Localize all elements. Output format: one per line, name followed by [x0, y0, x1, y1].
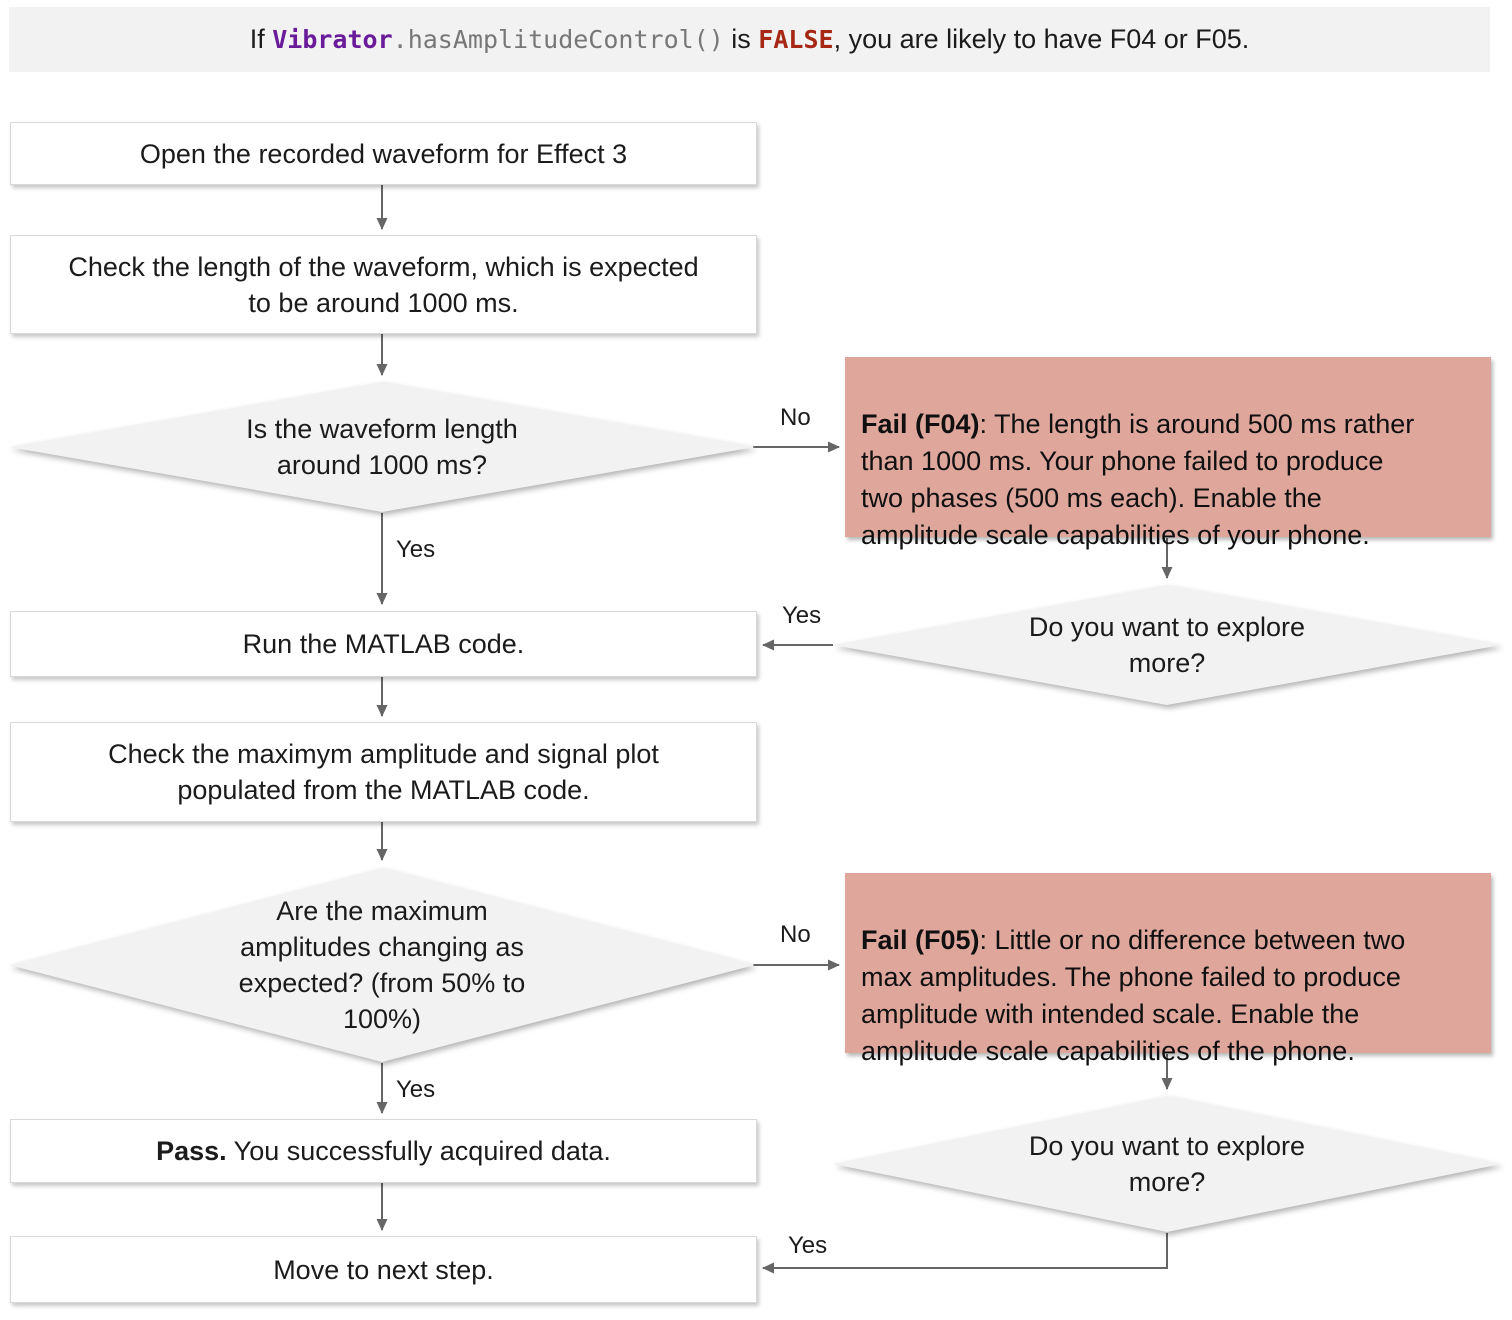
decision-explore-1: Do you want to explore more?: [833, 585, 1501, 705]
header-suffix: , you are likely to have F04 or F05.: [833, 24, 1250, 54]
pass-rest: You successfully acquired data.: [226, 1136, 611, 1166]
edge-label-yes-explore-1: Yes: [782, 602, 822, 629]
fail-f04-rest: : The length is around 500 ms rather tha…: [861, 409, 1415, 550]
edge-label-yes-2: Yes: [396, 1076, 436, 1103]
decision-length: Is the waveform length around 1000 ms?: [9, 382, 755, 512]
step-move-next: Move to next step.: [10, 1236, 757, 1303]
decision-amplitude: Are the maximum amplitudes changing as e…: [9, 868, 755, 1062]
pass-lead: Pass.: [156, 1136, 227, 1166]
header-code-class: Vibrator: [272, 25, 393, 54]
edge-label-no-2: No: [780, 921, 811, 948]
step-pass: Pass. You successfully acquired data.: [10, 1119, 757, 1183]
step-check-length: Check the length of the waveform, which …: [10, 235, 757, 334]
edge-label-yes-1: Yes: [396, 536, 436, 563]
header-text: If Vibrator.hasAmplitudeControl() is FAL…: [250, 24, 1250, 55]
edge-label-yes-explore-2: Yes: [788, 1232, 828, 1259]
header-prefix: If: [249, 24, 273, 54]
step-check-amplitude: Check the maximym amplitude and signal p…: [10, 722, 757, 822]
fail-f04-box: Fail (F04): The length is around 500 ms …: [845, 357, 1491, 550]
edge-label-no-1: No: [780, 404, 811, 431]
fail-f05-rest: : Little or no difference between two ma…: [861, 925, 1406, 1066]
decision-amplitude-text: Are the maximum amplitudes changing as e…: [9, 868, 755, 1062]
header-code-false: FALSE: [758, 25, 834, 54]
step-run-matlab: Run the MATLAB code.: [10, 611, 757, 677]
decision-explore-2: Do you want to explore more?: [833, 1096, 1501, 1232]
pass-text: Pass. You successfully acquired data.: [156, 1133, 611, 1169]
decision-explore-2-text: Do you want to explore more?: [833, 1096, 1501, 1232]
header-banner: If Vibrator.hasAmplitudeControl() is FAL…: [9, 7, 1490, 72]
fail-f05-lead: Fail (F05): [861, 925, 980, 955]
decision-length-text: Is the waveform length around 1000 ms?: [9, 382, 755, 512]
decision-explore-1-text: Do you want to explore more?: [833, 585, 1501, 705]
fail-f04-lead: Fail (F04): [861, 409, 980, 439]
step-open-waveform: Open the recorded waveform for Effect 3: [10, 122, 757, 185]
header-connector: is: [723, 24, 759, 54]
fail-f05-box: Fail (F05): Little or no difference betw…: [845, 873, 1491, 1066]
header-code-method: .hasAmplitudeControl(): [392, 25, 724, 54]
